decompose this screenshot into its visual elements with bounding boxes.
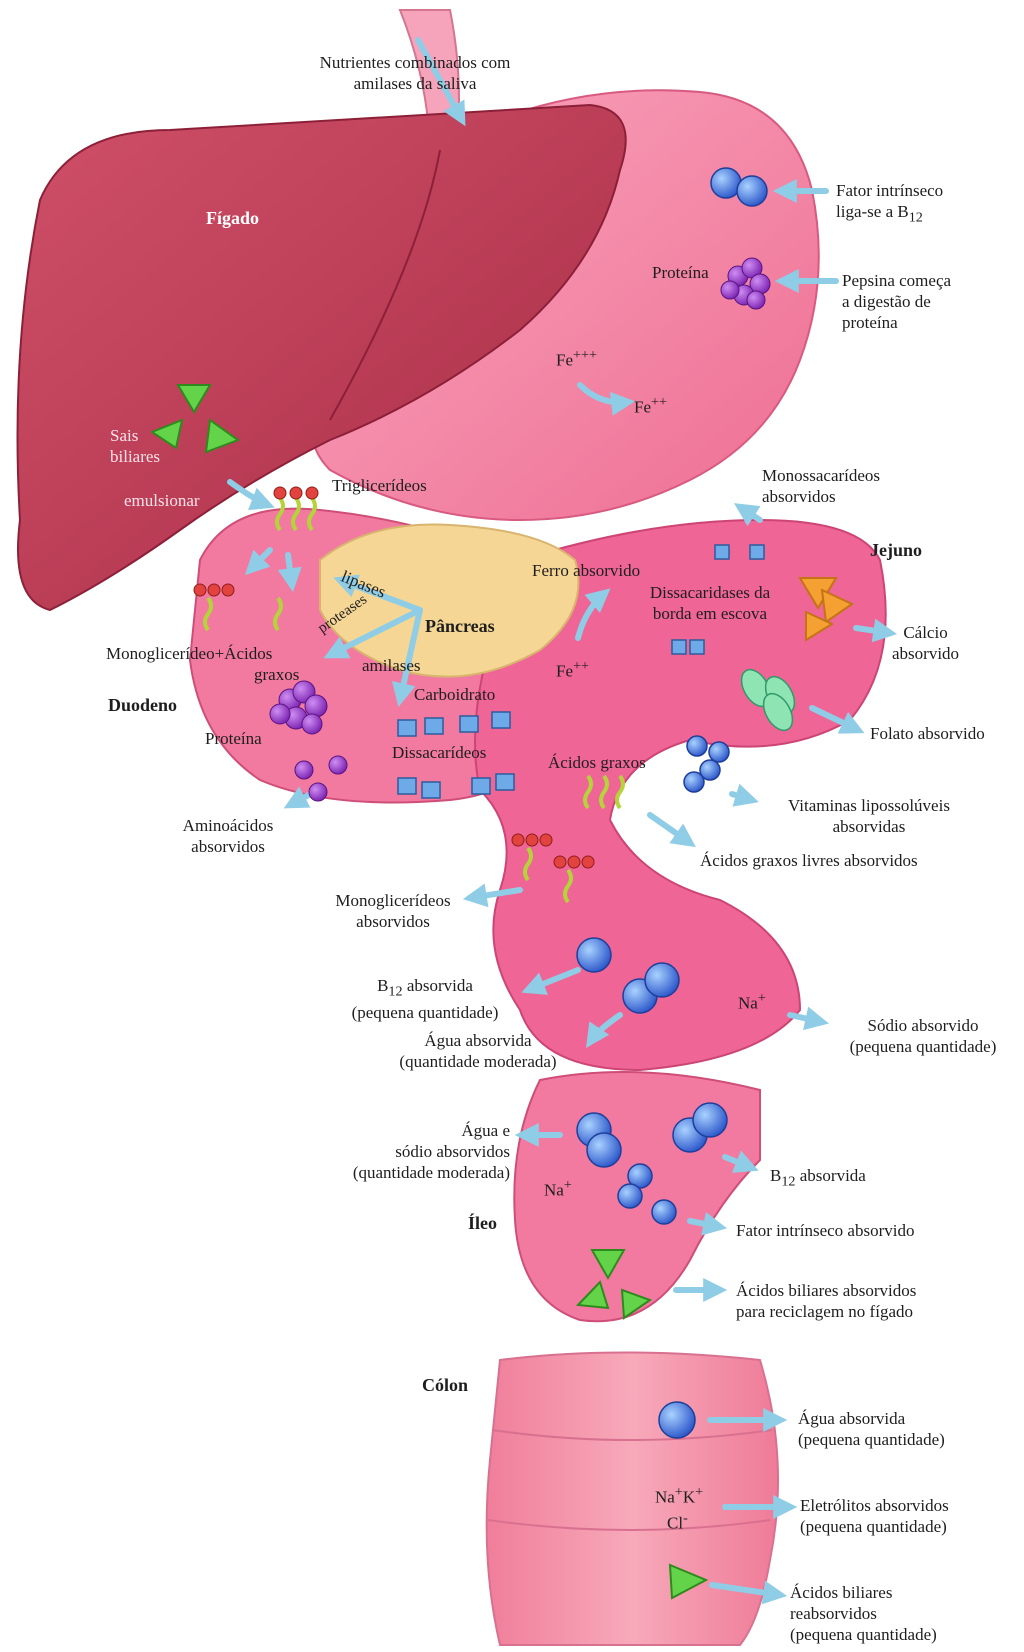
label-dissacarideos: Dissacarídeos: [392, 742, 486, 763]
label-folato: Folato absorvido: [870, 723, 985, 744]
label-dissacaridases: Dissacaridases da borda em escova: [630, 582, 790, 624]
label-agua-moderada: Água absorvida (quantidade moderada): [378, 1030, 578, 1072]
label-pepsina: Pepsina começa a digestão de proteína: [842, 270, 951, 333]
label-na-plus: Na+: [738, 988, 766, 1014]
label-emulsionar: emulsionar: [124, 490, 200, 511]
label-colon: Cólon: [422, 1375, 468, 1396]
label-duodeno: Duodeno: [108, 695, 177, 716]
label-pancreas: Pâncreas: [425, 616, 495, 637]
label-monoglicerideos-abs: Monoglicerídeos absorvidos: [318, 890, 468, 932]
label-eletrolitos: Eletrólitos absorvidos (pequena quantida…: [800, 1495, 949, 1537]
label-graxos: graxos: [254, 664, 299, 685]
label-sodio: Sódio absorvido (pequena quantidade): [828, 1015, 1018, 1057]
label-b12-ileo: B12 absorvida: [770, 1165, 866, 1192]
label-ileo: Íleo: [468, 1213, 497, 1234]
label-fe2-duod: Fe++: [556, 656, 589, 682]
label-proteina-duod: Proteína: [205, 728, 262, 749]
label-b12-pequena: B12 absorvida (pequena quantidade): [330, 975, 520, 1023]
label-trigliceridios: Triglicerídeos: [332, 475, 427, 496]
label-acidos-graxos-jej: Ácidos graxos: [548, 752, 646, 773]
label-ions-colon: Na+K+ Cl-: [655, 1482, 703, 1533]
label-amilases: amilases: [362, 655, 421, 676]
label-fe2: Fe++: [634, 392, 667, 418]
colon: [487, 1353, 778, 1646]
label-carboidrato: Carboidrato: [414, 684, 495, 705]
arrow-livres: [650, 815, 690, 843]
label-aminoacidos: Aminoácidos absorvidos: [168, 815, 288, 857]
label-agua-sodio: Água e sódio absorvidos (quantidade mode…: [300, 1120, 510, 1183]
label-fator-absorvido: Fator intrínseco absorvido: [736, 1220, 914, 1241]
label-vitaminas: Vitaminas lipossolúveis absorvidas: [764, 795, 974, 837]
label-acidos-biliares: Ácidos biliares absorvidos para reciclag…: [736, 1280, 916, 1322]
label-monossacarideos: Monossacarídeos absorvidos: [762, 465, 880, 507]
label-figado: Fígado: [206, 208, 259, 229]
label-calcio: Cálcio absorvido: [892, 622, 959, 664]
label-jejuno: Jejuno: [870, 540, 922, 561]
label-fator-b12: Fator intrínseco liga-se a B12: [836, 180, 943, 228]
label-proteina-estomago: Proteína: [652, 262, 709, 283]
arrow-vit: [732, 794, 752, 800]
label-fe3: Fe+++: [556, 345, 597, 371]
label-agua-colon: Água absorvida (pequena quantidade): [798, 1408, 945, 1450]
label-sais-biliares: Sais biliares: [110, 425, 160, 467]
label-ferro-absorvido: Ferro absorvido: [532, 560, 640, 581]
label-acidos-livres: Ácidos graxos livres absorvidos: [700, 850, 918, 871]
label-acidos-reabs: Ácidos biliares reabsorvidos (pequena qu…: [790, 1582, 937, 1645]
label-entry: Nutrientes combinados com amilases da sa…: [290, 52, 540, 94]
arrow-mono: [740, 507, 760, 520]
arrow-tg-2: [288, 555, 292, 585]
label-na-ileo: Na+: [544, 1175, 572, 1201]
arrow-sodio: [790, 1015, 822, 1022]
label-monoglic-acidos: Monoglicerídeo+Ácidos: [106, 643, 272, 664]
